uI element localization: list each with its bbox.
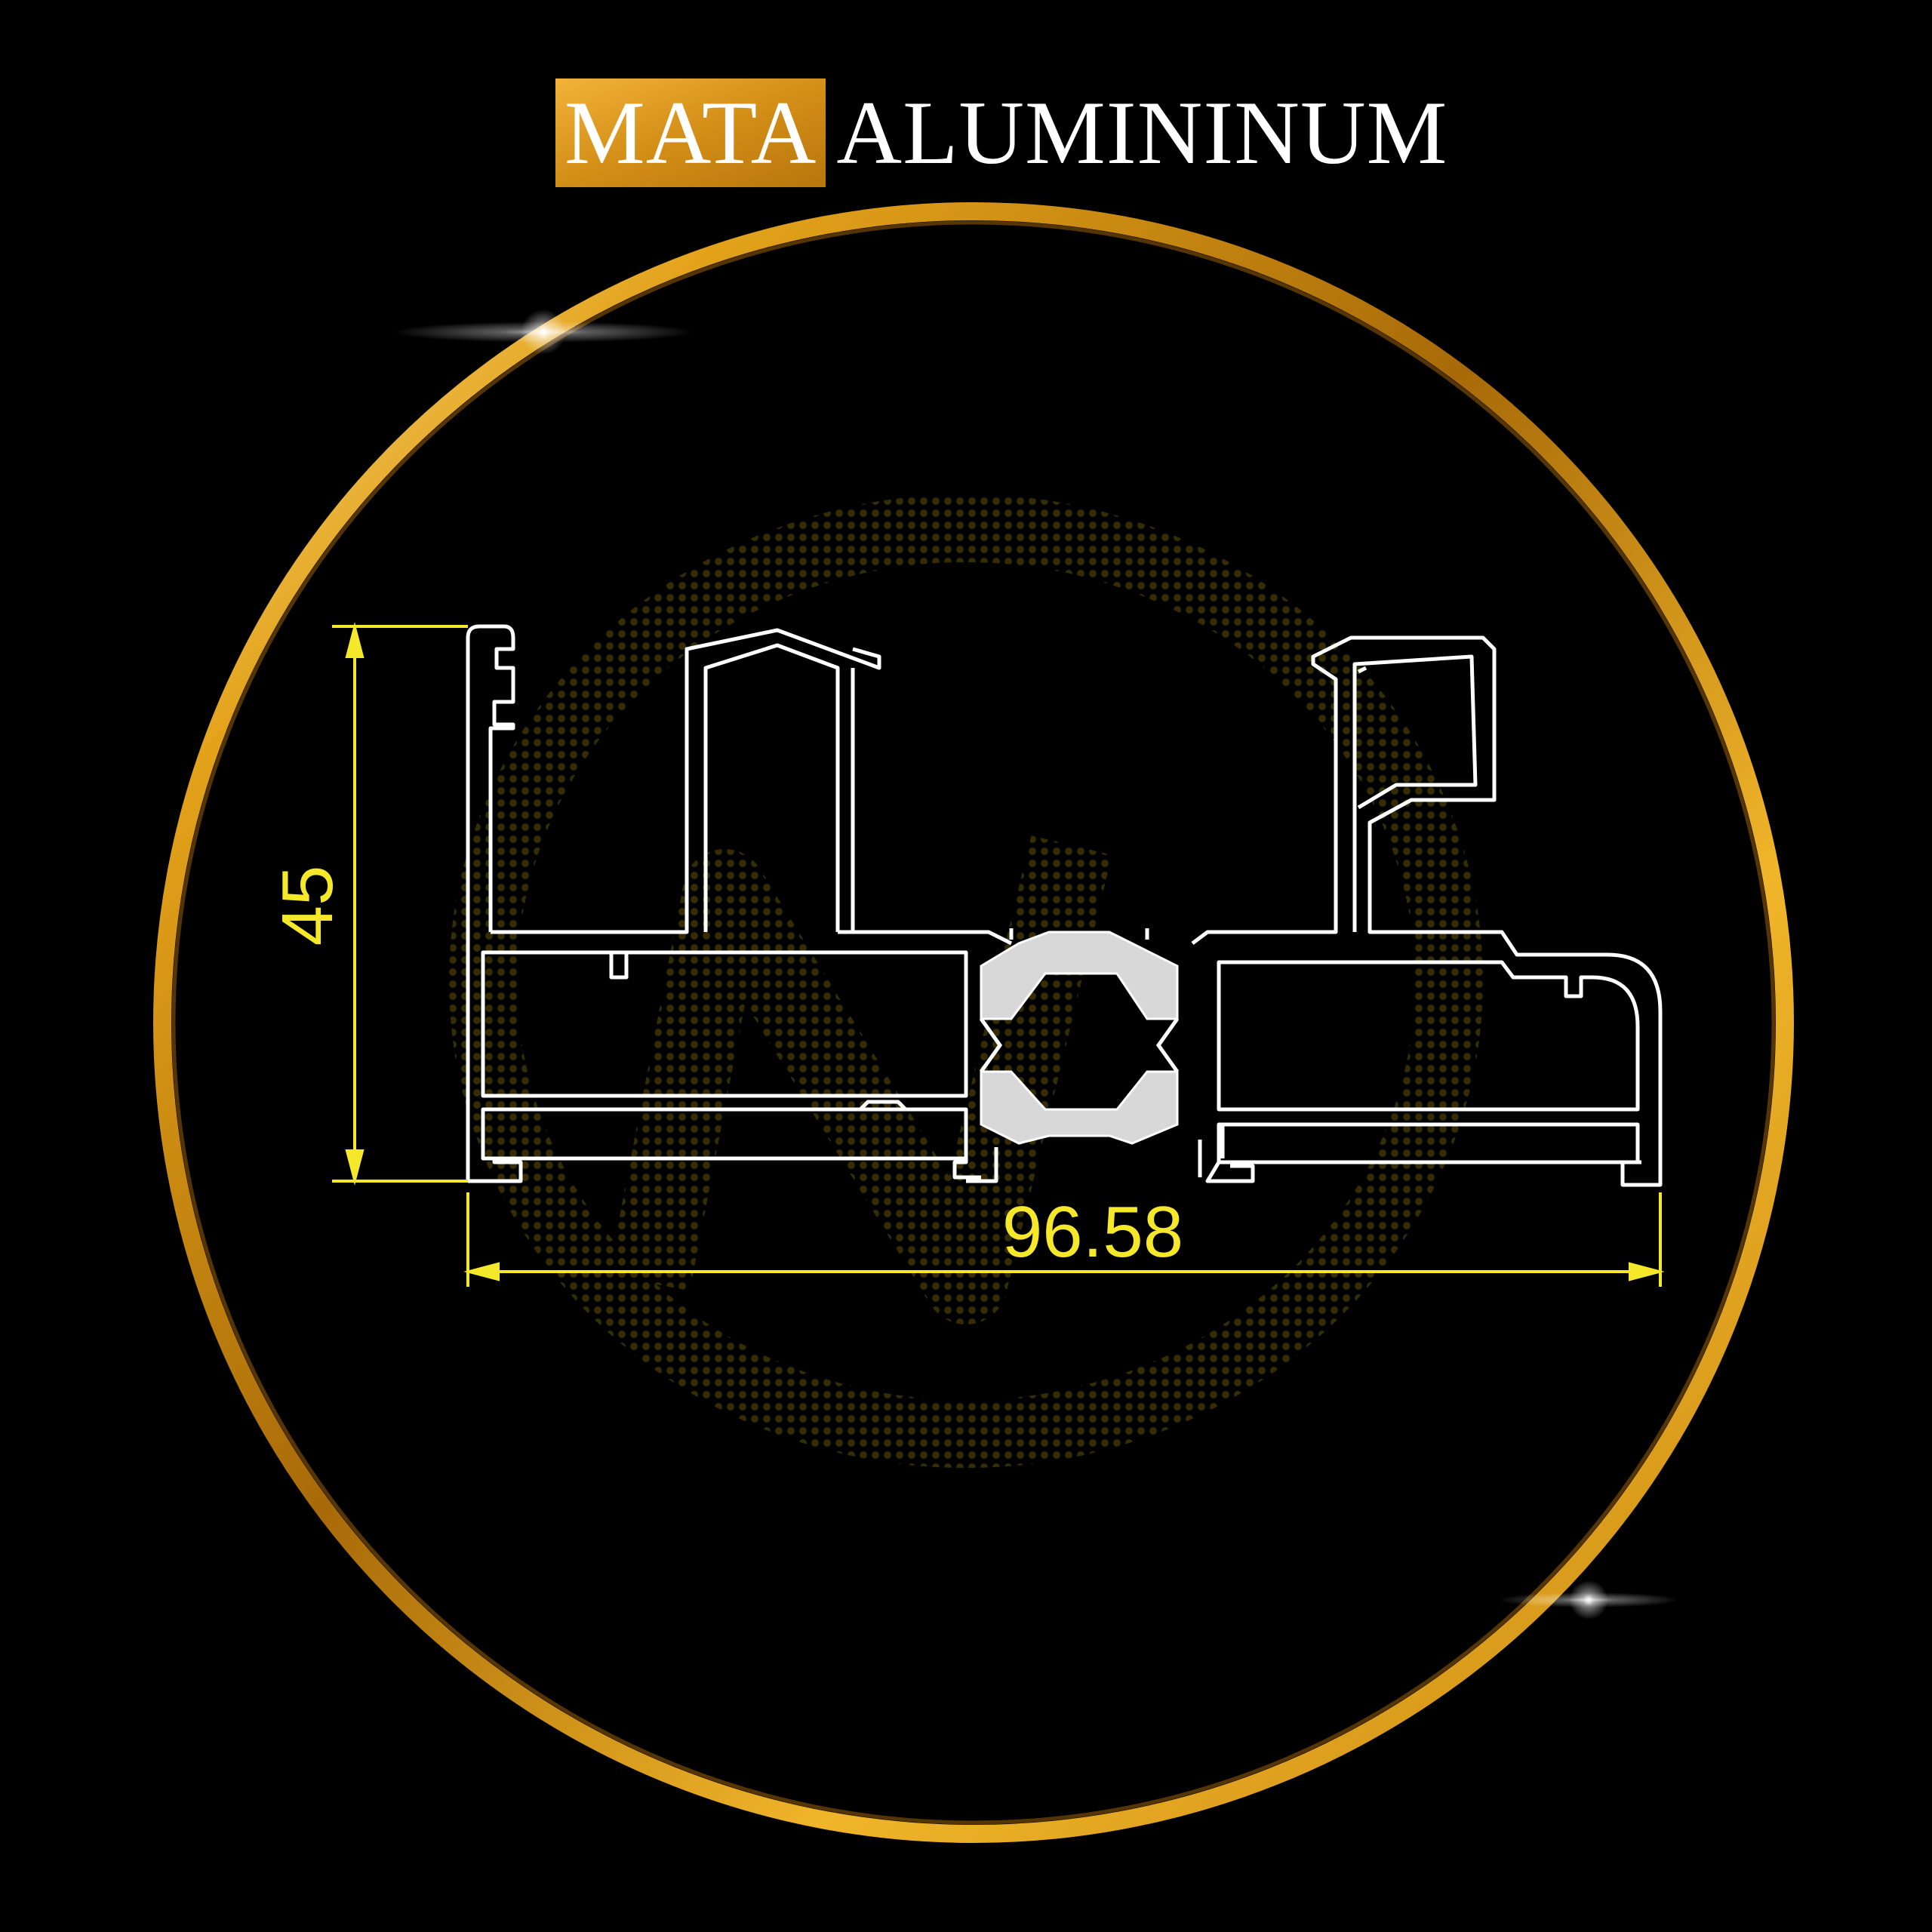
brand-highlight-text: MATA: [565, 82, 817, 183]
width-dimension: [463, 1192, 1665, 1287]
thermal-break: [979, 928, 1180, 1145]
left-chamber-lower: [481, 1107, 968, 1161]
left-chamber-roof: [491, 628, 881, 934]
aluminum-profile: [466, 624, 1663, 1187]
lens-flare-bottom: [1498, 1580, 1679, 1620]
lens-flare-top: [392, 309, 694, 355]
gold-ring: [153, 202, 1794, 1843]
brand-rest-text: ALUMININUM: [836, 82, 1448, 183]
right-chamber-main: [1217, 960, 1640, 1112]
width-label: 96.58: [1002, 1192, 1183, 1272]
right-chamber-lower: [1217, 1122, 1640, 1164]
right-chamber-roof: [1191, 635, 1663, 1187]
height-dimension: [332, 622, 468, 1186]
height-label: 45: [267, 866, 348, 946]
brand-logo: MATA ALUMININUM: [555, 78, 1447, 187]
left-wall: [466, 624, 515, 1181]
brand-highlight-box: MATA: [555, 78, 826, 187]
left-chamber-main: [481, 950, 968, 1098]
